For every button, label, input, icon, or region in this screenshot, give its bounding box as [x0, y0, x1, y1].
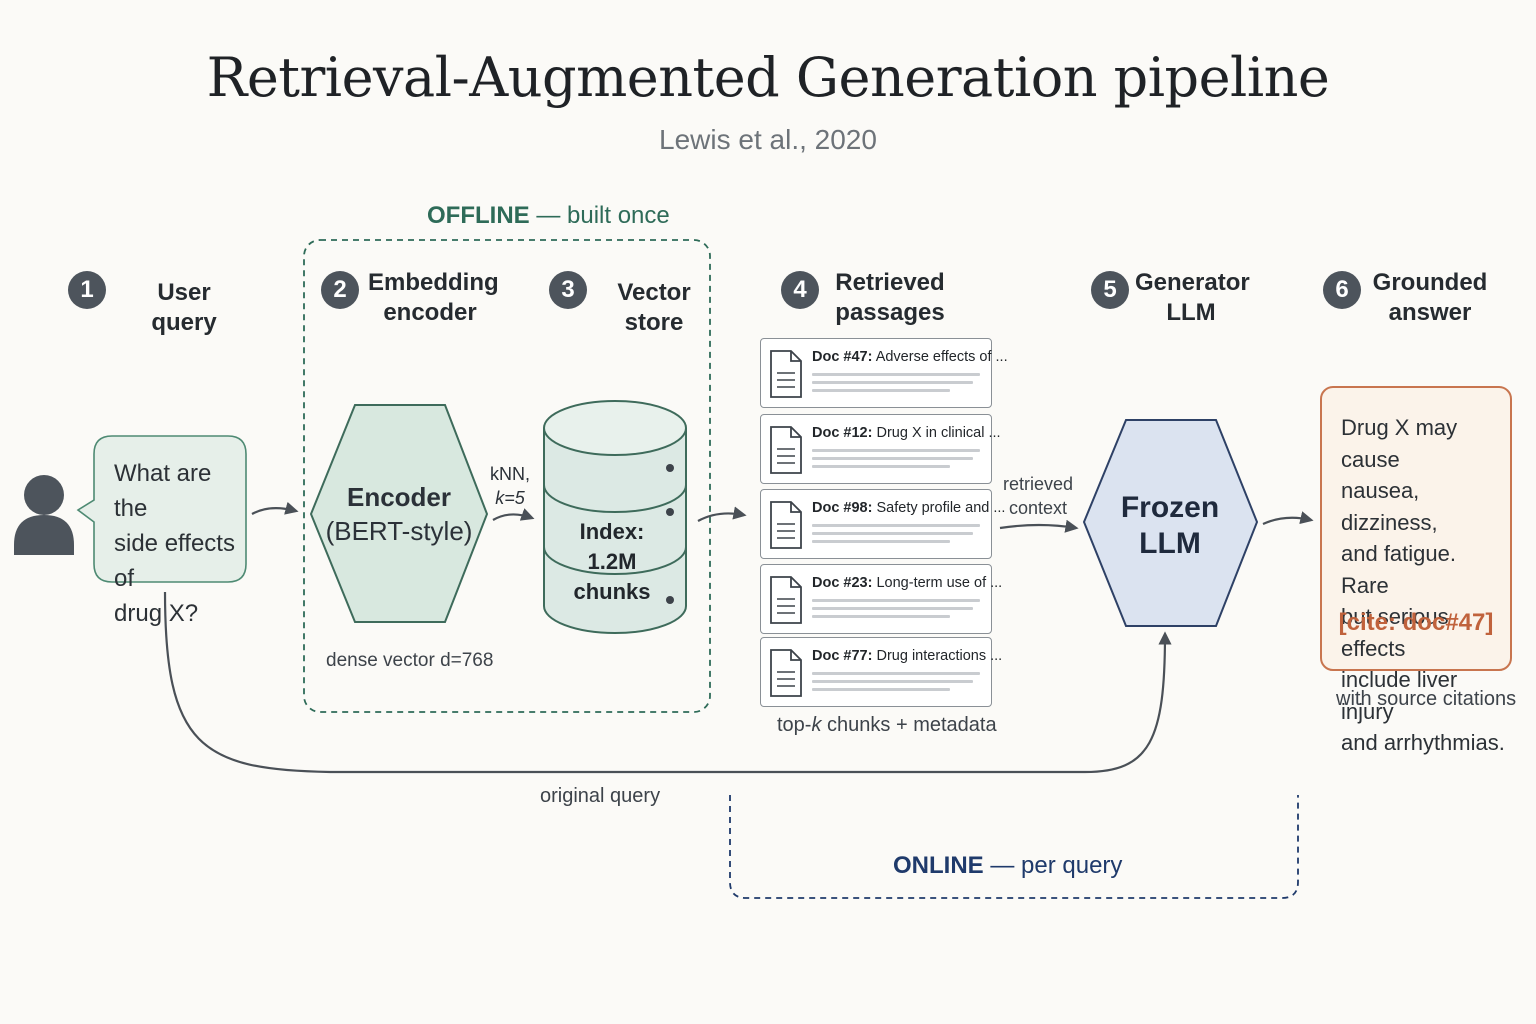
step-4-badge: 4 [781, 271, 819, 309]
doc-id: Doc #47: [812, 349, 873, 365]
doc-title: Doc #12: Drug X in clinical ... [812, 425, 1001, 441]
document-icon [770, 350, 802, 398]
llm-line1: Frozen [1120, 491, 1220, 524]
vector-store-label: Index: 1.2M chunks [550, 517, 674, 607]
answer-box [1320, 386, 1512, 671]
arrow-encoder-to-store [492, 508, 535, 521]
doc-id: Doc #12: [812, 425, 873, 441]
offline-region [303, 239, 711, 713]
step-5-badge: 5 [1091, 271, 1129, 309]
encoder-label: Encoder (BERT-style) [311, 480, 487, 548]
vector-store-line2: 1.2M chunks [573, 549, 651, 604]
doc-snippet: Safety profile and ... [876, 500, 1006, 516]
doc-placeholder-lines [812, 599, 980, 623]
online-label: ONLINE [893, 852, 984, 879]
docs-note: top-k chunks + metadata [777, 714, 997, 737]
doc-card: Doc #98: Safety profile and ... [760, 489, 1005, 559]
doc-card: Doc #23: Long-term use of ... [760, 564, 1002, 634]
doc-placeholder-lines [812, 449, 980, 473]
retrieved-context-line1: retrieved [1002, 474, 1074, 494]
doc-snippet: Adverse effects of ... [875, 349, 1008, 365]
offline-phase-label: OFFLINE — built once [427, 202, 670, 230]
arrow-store-to-docs [697, 506, 747, 522]
document-icon [770, 649, 802, 697]
step-3-badge: 3 [549, 271, 587, 309]
doc-title: Doc #47: Adverse effects of ... [812, 349, 1008, 365]
original-query-label: original query [540, 785, 661, 807]
arrow-original-query [163, 591, 1172, 774]
retrieved-context-line2: context [1008, 498, 1068, 518]
vector-store-cylinder [543, 400, 687, 634]
offline-label: OFFLINE [427, 202, 530, 229]
step-6-badge: 6 [1323, 271, 1361, 309]
doc-title: Doc #77: Drug interactions ... [812, 648, 1002, 664]
doc-card: Doc #77: Drug interactions ... [760, 637, 1002, 707]
encoder-title: Encoder [346, 482, 452, 512]
answer-note: with source citations [1336, 688, 1517, 710]
offline-desc: — built once [536, 202, 670, 229]
page-subtitle: Lewis et al., 2020 [659, 124, 877, 155]
online-desc: — per query [990, 852, 1123, 879]
encoder-subtitle: (BERT-style) [325, 516, 473, 546]
answer-citation: [cite: doc#47] [1338, 609, 1494, 636]
doc-card: Doc #12: Drug X in clinical ... [760, 414, 1001, 484]
arrow-llm-to-answer [1262, 511, 1314, 526]
doc-title: Doc #23: Long-term use of ... [812, 575, 1002, 591]
step-4-label: Retrieved passages [835, 269, 945, 326]
arrow-query-to-encoder [251, 501, 299, 515]
doc-id: Doc #98: [812, 500, 873, 516]
vector-store-line1: Index: [579, 519, 645, 544]
doc-placeholder-lines [812, 672, 980, 696]
retrieved-context-label: retrieved context [1000, 472, 1076, 520]
doc-placeholder-lines [812, 524, 980, 548]
docs-note-suffix: chunks + metadata [821, 714, 997, 736]
document-icon [770, 576, 802, 624]
step-6-label: Grounded answer [1372, 269, 1488, 326]
encoder-hexagon [309, 404, 489, 623]
document-icon [770, 426, 802, 474]
encoder-note: dense vector d=768 [326, 650, 494, 671]
llm-hexagon [1082, 419, 1259, 627]
doc-snippet: Drug interactions ... [876, 648, 1003, 664]
step-1-badge: 1 [68, 271, 106, 309]
online-phase-label: ONLINE — per query [893, 852, 1122, 880]
knn-line1: kNN, [490, 464, 530, 484]
step-5-label: Generator LLM [1135, 269, 1250, 326]
knn-label: kNN, k=5 [490, 462, 530, 510]
doc-snippet: Drug X in clinical ... [876, 425, 1001, 441]
document-icon [770, 501, 802, 549]
page-title: Retrieval-Augmented Generation pipeline [206, 46, 1330, 109]
query-text: What are the side effects of drug X? [114, 460, 235, 627]
doc-placeholder-lines [812, 373, 980, 397]
user-avatar-icon [14, 475, 74, 555]
doc-id: Doc #77: [812, 648, 873, 664]
llm-label: Frozen LLM [1090, 490, 1250, 562]
step-1-label: User query [151, 279, 217, 336]
doc-card: Doc #47: Adverse effects of ... [760, 338, 1008, 408]
arrow-docs-to-llm [999, 519, 1079, 533]
online-region [729, 795, 1299, 899]
docs-note-prefix: top- [777, 714, 812, 736]
answer-text: Drug X may cause nausea, dizziness, and … [1341, 415, 1505, 755]
doc-title: Doc #98: Safety profile and ... [812, 500, 1005, 516]
step-2-label: Embedding encoder [368, 269, 499, 326]
doc-snippet: Long-term use of ... [876, 575, 1003, 591]
llm-line2: LLM [1139, 527, 1201, 560]
knn-line2: k=5 [495, 488, 525, 508]
query-bubble [76, 435, 247, 583]
docs-note-k: k [811, 714, 822, 736]
doc-id: Doc #23: [812, 575, 873, 591]
step-2-badge: 2 [321, 271, 359, 309]
step-3-label: Vector store [617, 279, 691, 336]
